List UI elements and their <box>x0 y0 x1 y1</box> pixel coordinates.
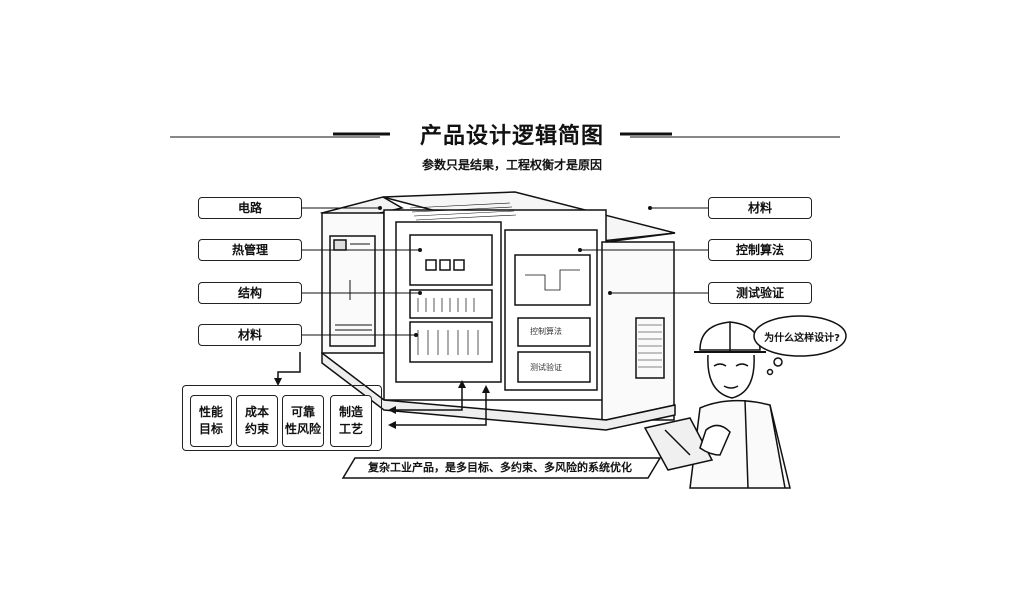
summary-banner: 复杂工业产品，是多目标、多约束、多风险的系统优化 <box>368 461 632 474</box>
control-module-label: 控制算法 <box>530 327 562 336</box>
speech-bubble-text: 为什么这样设计? <box>764 333 840 344</box>
constraint-line: 工艺 <box>338 422 363 436</box>
engineer-illustration <box>643 321 791 489</box>
label-control-algorithm: 控制算法 <box>708 239 812 261</box>
constraint-line: 性能 <box>198 405 223 419</box>
constraint-manufacturing: 制造 工艺 <box>330 395 372 447</box>
constraint-performance: 性能 目标 <box>190 395 232 447</box>
label-thermal: 热管理 <box>198 239 302 261</box>
label-structure: 结构 <box>198 282 302 304</box>
label-material-right: 材料 <box>708 197 812 219</box>
constraint-line: 目标 <box>198 422 223 436</box>
constraint-line: 制造 <box>338 405 363 419</box>
page-subtitle: 参数只是结果，工程权衡才是原因 <box>421 158 602 172</box>
label-circuit: 电路 <box>198 197 302 219</box>
constraint-line: 成本 <box>244 405 269 419</box>
constraint-line: 约束 <box>244 422 269 436</box>
constraints-frame <box>182 385 382 451</box>
test-module-label: 测试验证 <box>530 363 562 372</box>
label-test-verification: 测试验证 <box>708 282 812 304</box>
constraint-cost: 成本 约束 <box>236 395 278 447</box>
page-title: 产品设计逻辑简图 <box>419 124 604 149</box>
constraint-line: 可靠 <box>290 405 315 419</box>
label-material-left: 材料 <box>198 324 302 346</box>
constraint-line: 性风险 <box>284 422 321 436</box>
constraint-reliability: 可靠 性风险 <box>282 395 324 447</box>
